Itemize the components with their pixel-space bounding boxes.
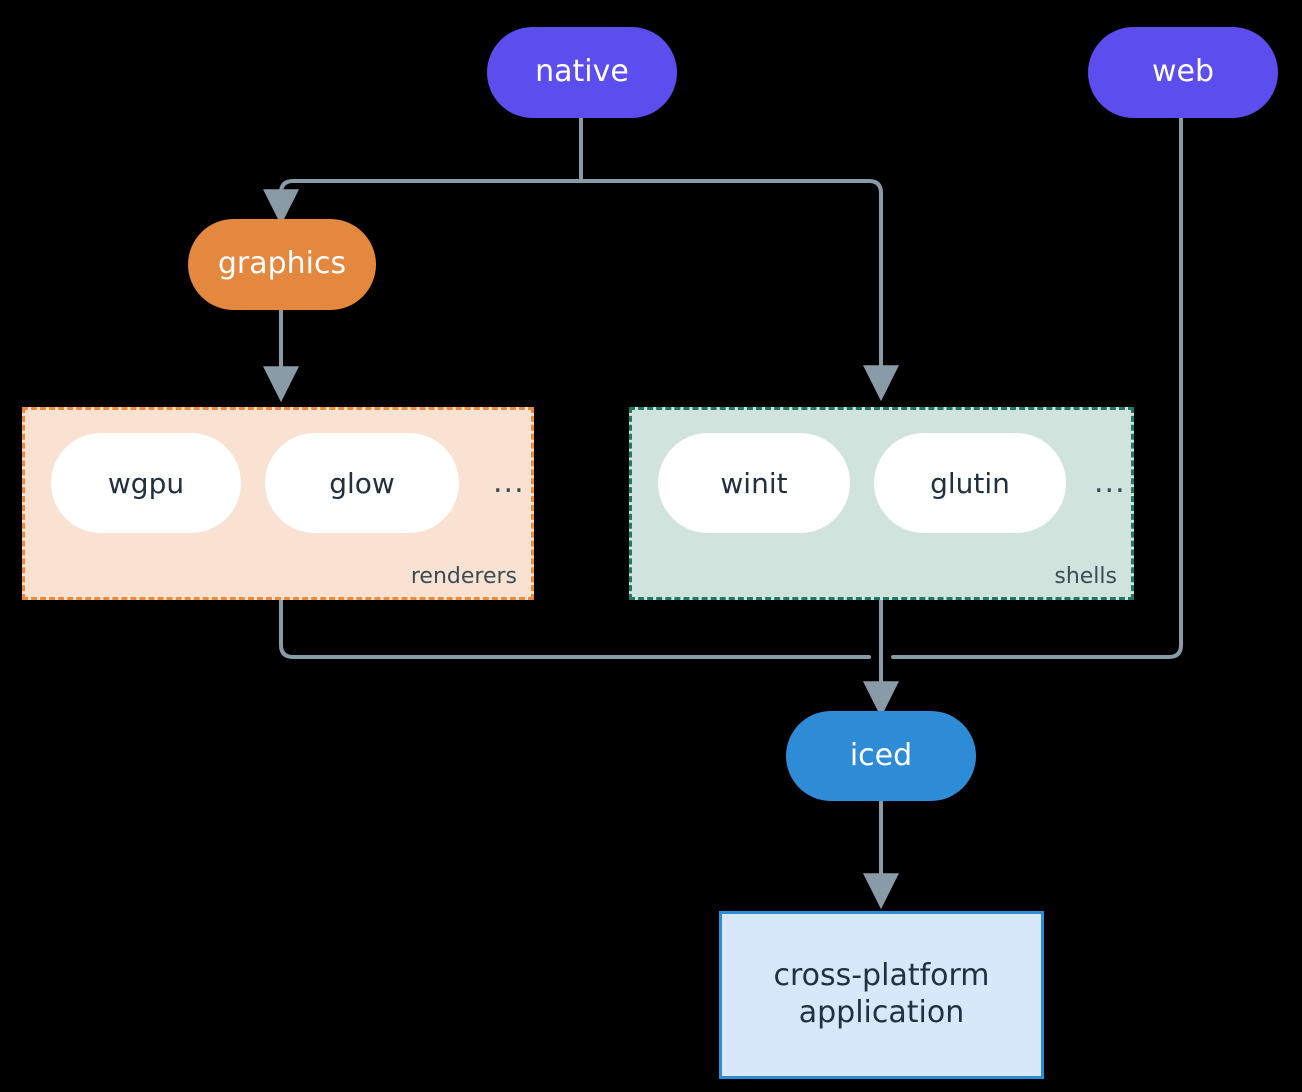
node-web-label: web — [1151, 54, 1215, 90]
node-glow-label: glow — [329, 466, 395, 500]
group-renderers[interactable]: wgpu glow ... renderers — [22, 407, 534, 600]
application-label-line2: application — [798, 995, 965, 1030]
node-web[interactable]: web — [1088, 27, 1278, 118]
group-shells[interactable]: winit glutin ... shells — [629, 407, 1134, 600]
node-wgpu[interactable]: wgpu — [51, 433, 241, 533]
node-native[interactable]: native — [487, 27, 677, 118]
node-iced-label: iced — [849, 737, 913, 773]
node-iced[interactable]: iced — [786, 711, 976, 801]
application-label-line1: cross-platform — [773, 958, 990, 994]
node-glutin[interactable]: glutin — [874, 433, 1066, 533]
node-graphics-label: graphics — [217, 246, 347, 282]
edge-native-to-shells — [579, 179, 899, 402]
node-glutin-label: glutin — [930, 466, 1010, 500]
node-graphics[interactable]: graphics — [188, 219, 376, 310]
renderers-ellipsis: ... — [493, 465, 525, 500]
group-shells-label: shells — [1054, 564, 1117, 589]
shells-ellipsis: ... — [1094, 465, 1126, 500]
node-glow[interactable]: glow — [265, 433, 459, 533]
group-renderers-label: renderers — [410, 564, 517, 589]
edge-native-to-graphics — [263, 179, 583, 226]
edge-renderers-to-iced — [279, 598, 871, 659]
node-native-label: native — [535, 54, 629, 90]
node-winit-label: winit — [720, 466, 788, 500]
node-wgpu-label: wgpu — [107, 466, 185, 500]
node-winit[interactable]: winit — [658, 433, 850, 533]
node-cross-platform-application[interactable]: cross-platform application — [719, 911, 1044, 1079]
